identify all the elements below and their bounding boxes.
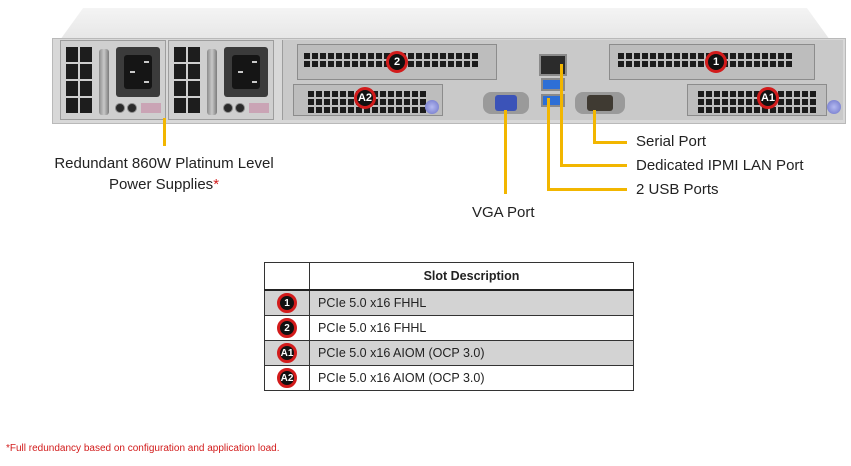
usb-port <box>541 78 565 91</box>
thumbscrew-icon <box>425 100 439 114</box>
slot-marker-a1: A1 <box>757 87 779 109</box>
psu-release-tab <box>249 103 269 113</box>
ipmi-port-label: Dedicated IPMI LAN Port <box>636 157 804 174</box>
usb-callout-line <box>547 188 627 191</box>
serial-callout-line <box>593 110 596 143</box>
psu-caption-line1: Redundant 860W Platinum Level <box>54 155 274 172</box>
footnote: *Full redundancy based on configuration … <box>6 443 280 454</box>
psu-grille <box>66 47 94 115</box>
psu-handle <box>207 49 217 115</box>
ipmi-callout-line <box>560 64 563 166</box>
slot-description: PCIe 5.0 x16 AIOM (OCP 3.0) <box>309 340 634 366</box>
serial-port-label: Serial Port <box>636 133 707 150</box>
vga-port-label: VGA Port <box>472 204 535 221</box>
psu-asterisk: * <box>213 176 220 193</box>
slot-description: PCIe 5.0 x16 AIOM (OCP 3.0) <box>309 365 634 391</box>
slot-marker-icon: A1 <box>277 343 297 363</box>
psu-status-led <box>235 103 245 113</box>
table-row: A2 PCIe 5.0 x16 AIOM (OCP 3.0) <box>264 365 634 391</box>
psu-release-tab <box>141 103 161 113</box>
serial-port <box>575 92 625 114</box>
table-row: 1 PCIe 5.0 x16 FHHL <box>264 289 634 316</box>
psu-callout-line <box>163 118 166 146</box>
vga-port <box>483 92 529 114</box>
usb-ports-label: 2 USB Ports <box>636 181 719 198</box>
slot-description-table: Slot Description 1 PCIe 5.0 x16 FHHL 2 P… <box>264 262 634 391</box>
slot-marker-2: 2 <box>386 51 408 73</box>
ipmi-callout-line <box>560 164 627 167</box>
slot-description: PCIe 5.0 x16 FHHL <box>309 289 634 316</box>
psu-caption-line2: Power Supplies <box>108 176 214 193</box>
thumbscrew-icon <box>827 100 841 114</box>
slot-marker-a2: A2 <box>354 87 376 109</box>
psu-handle <box>99 49 109 115</box>
table-header-slot-description: Slot Description <box>309 262 634 291</box>
slot-marker-icon: A2 <box>277 368 297 388</box>
usb-callout-line <box>547 98 550 190</box>
chassis-top-cover <box>60 8 830 40</box>
psu-grille <box>174 47 202 115</box>
psu-status-led <box>223 103 233 113</box>
slot-marker-icon: 1 <box>277 293 297 313</box>
vga-callout-line <box>504 110 507 194</box>
power-inlet-icon <box>224 47 268 97</box>
slot-description: PCIe 5.0 x16 FHHL <box>309 315 634 341</box>
slot-marker-1: 1 <box>705 51 727 73</box>
table-header-row: Slot Description <box>264 262 634 291</box>
power-inlet-icon <box>116 47 160 97</box>
power-supply-2 <box>168 40 274 120</box>
psu-status-led <box>115 103 125 113</box>
table-row: 2 PCIe 5.0 x16 FHHL <box>264 315 634 341</box>
table-header-empty <box>264 262 310 291</box>
power-supply-1 <box>60 40 166 120</box>
psu-caption: Redundant 860W Platinum Level Power Supp… <box>20 153 308 195</box>
psu-status-led <box>127 103 137 113</box>
server-rear-view <box>40 8 850 124</box>
table-row: A1 PCIe 5.0 x16 AIOM (OCP 3.0) <box>264 340 634 366</box>
slot-marker-icon: 2 <box>277 318 297 338</box>
serial-callout-line <box>593 141 627 144</box>
